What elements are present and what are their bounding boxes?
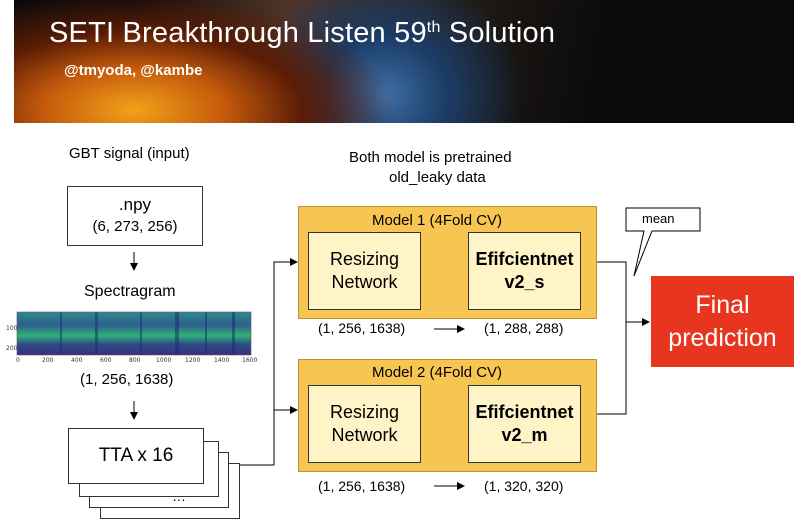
model1-net-line1: Efifcientnet	[475, 249, 574, 269]
spec-xtick-400: 400	[71, 357, 83, 364]
tta-ellipsis: …	[172, 488, 186, 504]
page-title: SETI Breakthrough Listen 59th Solution	[49, 17, 556, 49]
model2-output-shape: (1, 320, 320)	[484, 478, 564, 494]
model1-resizing-network: Resizing Network	[308, 232, 421, 310]
spectrogram-stripes	[60, 312, 235, 355]
spec-xtick-0: 0	[16, 357, 20, 364]
model1-input-shape: (1, 256, 1638)	[318, 320, 406, 336]
spec-ytick-100: 100	[6, 325, 18, 332]
model2-resizing-network: Resizing Network	[308, 385, 421, 463]
model2-input-shape: (1, 256, 1638)	[318, 478, 406, 494]
spec-xtick-1600: 1600	[242, 357, 257, 364]
mean-callout	[625, 207, 701, 277]
tta-label: TTA x 16	[98, 445, 174, 466]
spec-xtick-1400: 1400	[214, 357, 229, 364]
spectrogram-label: Spectragram	[84, 283, 176, 300]
model1-output-shape: (1, 288, 288)	[484, 320, 564, 336]
npy-label: .npy	[118, 195, 152, 214]
model2-efficientnet: Efifcientnet v2_m	[468, 385, 581, 463]
spec-ytick-200: 200	[6, 345, 18, 352]
merge-bracket	[595, 261, 627, 415]
arrow-tta-to-model1	[240, 258, 298, 466]
model2-net-line2: v2_m	[501, 425, 548, 445]
model2-resizing-line2: Network	[331, 425, 398, 445]
header-banner: SETI Breakthrough Listen 59th Solution @…	[14, 0, 794, 123]
spectrogram-heatmap	[17, 312, 251, 355]
spec-xtick-600: 600	[100, 357, 112, 364]
npy-box: .npy (6, 273, 256)	[67, 186, 203, 246]
spectrogram-image: 100 200 0 200 400 600 800 1000 1200 1400…	[6, 311, 257, 364]
model2-title: Model 2 (4Fold CV)	[372, 364, 503, 381]
pretrain-note-line2: old_leaky data	[389, 169, 486, 186]
tta-card-1: TTA x 16	[68, 428, 204, 484]
spec-xtick-200: 200	[42, 357, 54, 364]
final-prediction-box: Final prediction	[651, 276, 794, 367]
npy-shape: (6, 273, 256)	[92, 218, 178, 235]
model1-efficientnet: Efifcientnet v2_s	[468, 232, 581, 310]
pretrain-note-line1: Both model is pretrained	[349, 149, 512, 166]
input-caption: GBT signal (input)	[69, 145, 190, 162]
final-line2: prediction	[668, 323, 777, 352]
mean-label: mean	[642, 211, 675, 226]
spec-xtick-1000: 1000	[156, 357, 171, 364]
model1-resizing-line1: Resizing	[329, 249, 400, 269]
model1-resizing-line2: Network	[331, 272, 398, 292]
spec-xtick-800: 800	[129, 357, 141, 364]
model1-title: Model 1 (4Fold CV)	[372, 212, 503, 229]
authors: @tmyoda, @kambe	[64, 62, 203, 79]
final-line1: Final	[695, 290, 750, 319]
model2-resizing-line1: Resizing	[329, 402, 400, 422]
spec-xtick-1200: 1200	[185, 357, 200, 364]
model2-net-line1: Efifcientnet	[475, 402, 574, 422]
spectrogram-shape: (1, 256, 1638)	[80, 371, 174, 388]
model1-net-line2: v2_s	[504, 272, 545, 292]
